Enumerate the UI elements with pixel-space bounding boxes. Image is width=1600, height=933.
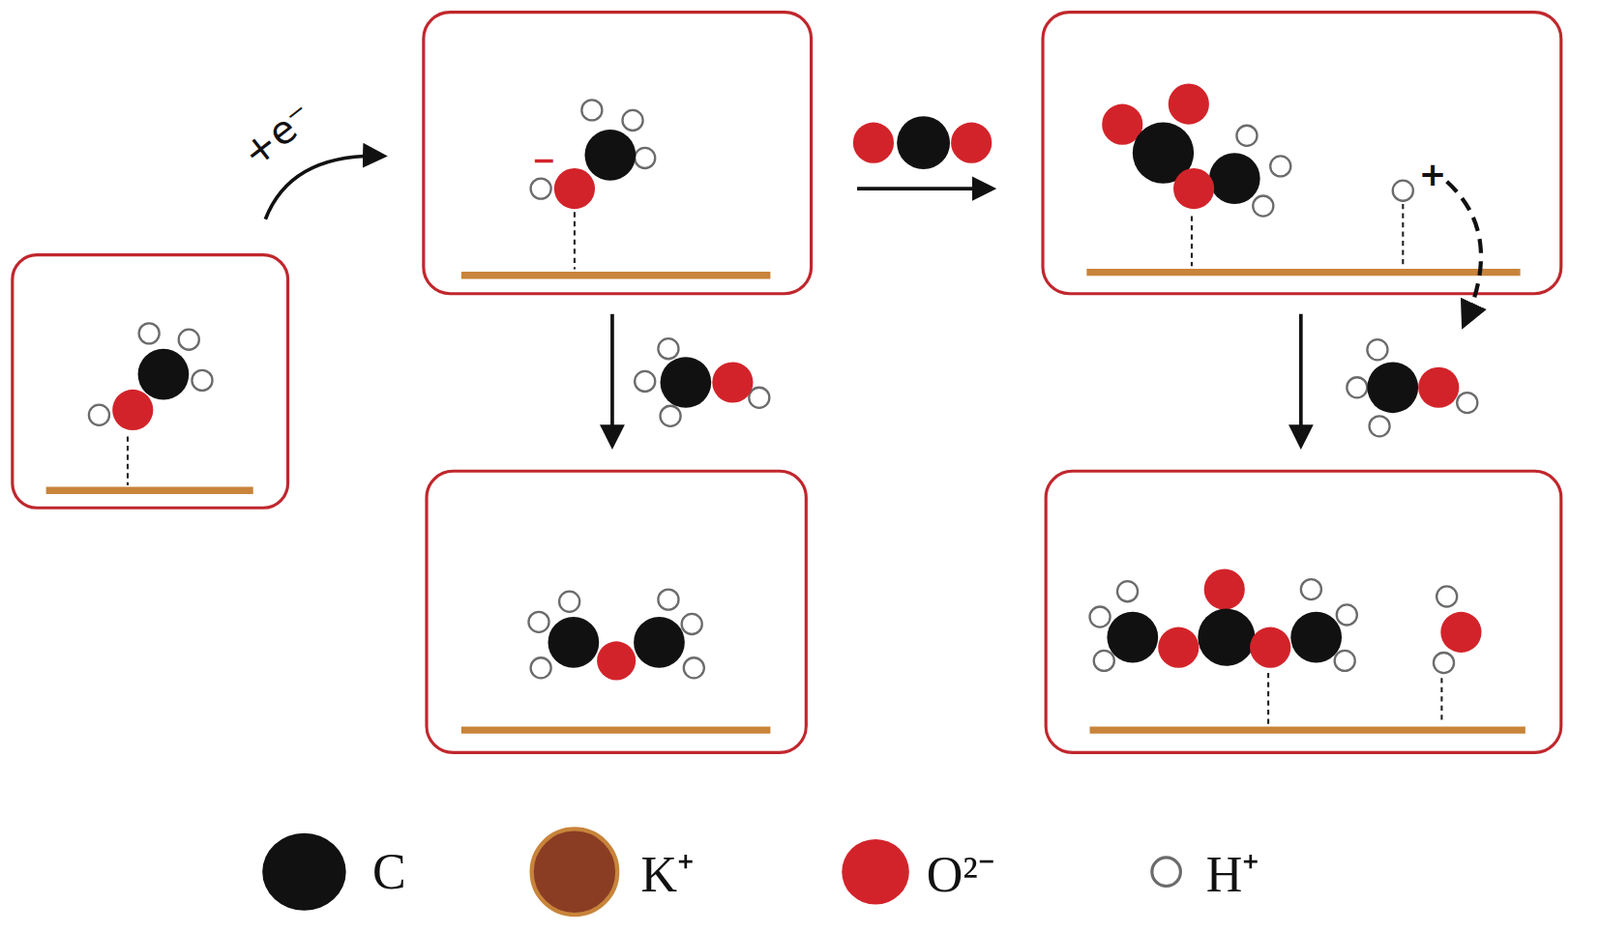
surface: [1090, 726, 1526, 734]
legend-text: H⁺: [1206, 837, 1261, 907]
dimethyl-ether-molecule: [528, 590, 704, 682]
surface: [1086, 268, 1520, 276]
surface: [46, 487, 254, 495]
state-box: [1045, 471, 1562, 753]
charge-sign: +: [1419, 154, 1448, 194]
reaction-arrow: [610, 314, 615, 445]
state-box: [12, 255, 289, 509]
water-molecule: [1433, 586, 1482, 674]
co2-molecule: [853, 116, 992, 170]
reaction-arrow: [265, 155, 383, 220]
legend-swatch: [532, 829, 619, 916]
legend-text: K⁺: [640, 837, 695, 907]
adsorption-line: [127, 204, 1442, 725]
surface: [461, 726, 771, 734]
state-box: [426, 471, 806, 753]
proton-transfer-arrow: [1447, 181, 1482, 326]
legend-sample: [1152, 858, 1182, 888]
methanol-molecule: [88, 323, 213, 431]
proton: [1392, 180, 1414, 202]
methoxide-molecule: [531, 99, 656, 209]
dimethyl-carbonate-molecule: [1090, 568, 1358, 671]
state-box: [423, 12, 812, 295]
reaction-arrow: [1299, 314, 1304, 445]
legend-swatch: [841, 839, 910, 905]
legend-text: O²⁻: [926, 837, 996, 907]
electron-label: +e⁻: [234, 93, 323, 177]
reaction-arrow: [857, 186, 992, 191]
methanol-molecule: [634, 338, 770, 427]
methanol-molecule: [1346, 339, 1478, 437]
charge-sign: −: [532, 143, 557, 178]
legend-text: C: [372, 843, 407, 901]
legend-swatch: [262, 833, 346, 912]
methyl-carbonate-molecule: [1101, 83, 1291, 216]
state-box: [1042, 12, 1562, 295]
surface: [461, 271, 771, 279]
